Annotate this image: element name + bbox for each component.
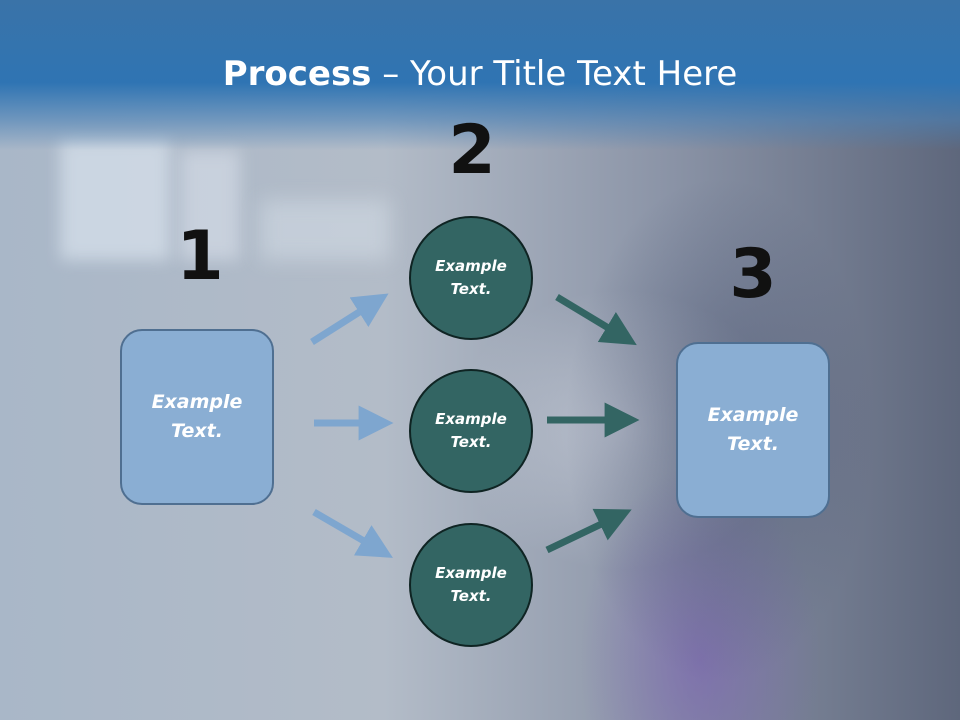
right-box-line2: Text.	[727, 433, 779, 455]
circle-1-line2: Text.	[450, 280, 492, 298]
circle-2-line1: Example	[435, 410, 507, 428]
arrow-to-circle-3	[312, 508, 393, 558]
circle-3-line1: Example	[435, 564, 507, 582]
left-box-line1: Example	[151, 391, 243, 413]
left-box: Example Text.	[120, 329, 274, 505]
right-box: Example Text.	[676, 342, 830, 518]
step-number-3: 3	[729, 235, 777, 314]
title-rest: – Your Title Text Here	[371, 54, 738, 94]
arrow-to-circle-1	[310, 293, 389, 345]
arrow-from-circle-3	[545, 508, 632, 554]
arrow-from-circle-1	[555, 294, 637, 346]
step-number-1: 1	[176, 217, 224, 296]
left-box-line2: Text.	[171, 420, 223, 442]
title-bold: Process	[222, 54, 372, 94]
step-number-2: 2	[448, 111, 496, 190]
circle-3-line2: Text.	[450, 587, 492, 605]
circle-2-line2: Text.	[450, 433, 492, 451]
circle-3: Example Text.	[409, 523, 533, 647]
circle-2: Example Text.	[409, 369, 533, 493]
right-box-line1: Example	[707, 404, 799, 426]
title-bar: Process – Your Title Text Here	[0, 0, 960, 150]
slide-title: Process – Your Title Text Here	[0, 54, 960, 94]
circle-1-line1: Example	[435, 257, 507, 275]
circle-1: Example Text.	[409, 216, 533, 340]
